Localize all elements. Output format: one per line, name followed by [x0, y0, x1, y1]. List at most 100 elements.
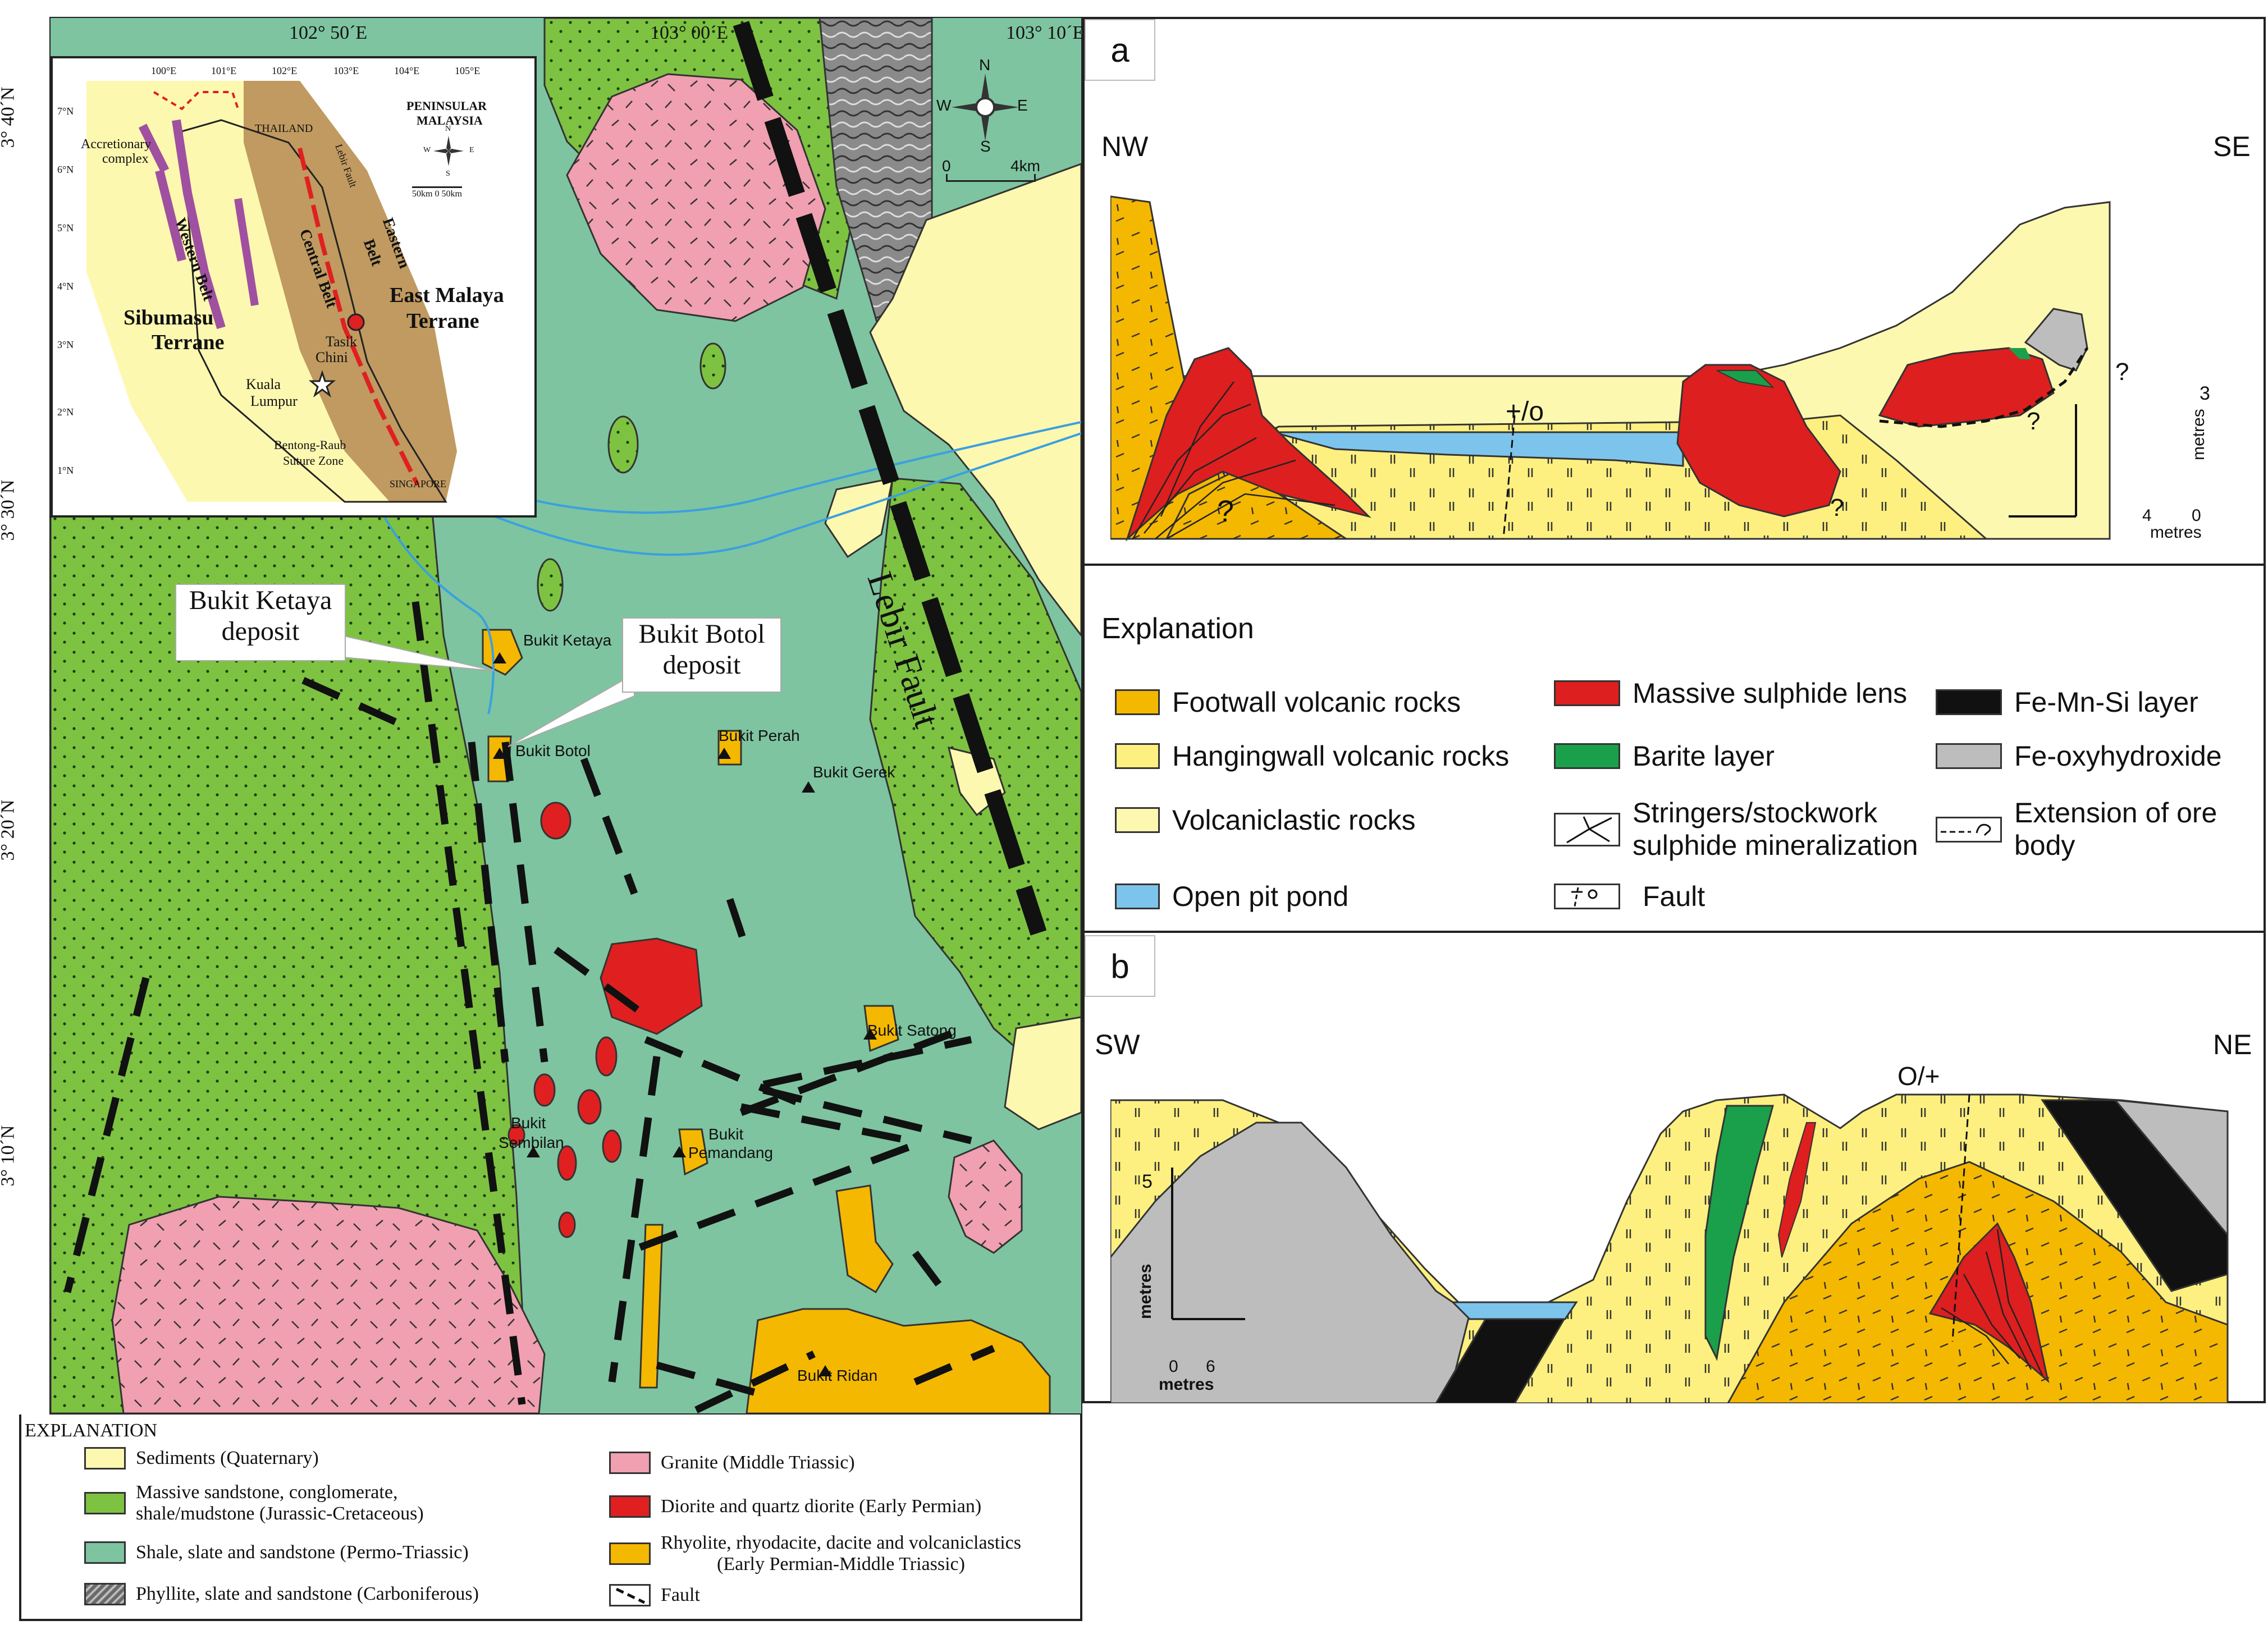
- legend-hangingwall: Hangingwall volcanic rocks: [1115, 740, 1509, 772]
- legend-item-phyllite: Phyllite, slate and sandstone (Carbonife…: [84, 1583, 479, 1605]
- legend-sulphide: Massive sulphide lens: [1554, 677, 1907, 709]
- inset-shapes: [86, 81, 457, 503]
- inset-lon-tick: 101°E: [211, 65, 237, 76]
- stockwork-b: [1928, 1222, 2050, 1384]
- barite-a: [1716, 370, 1775, 388]
- inset-label: Lumpur: [250, 393, 298, 409]
- inset-lon-tick: 103°E: [333, 65, 359, 76]
- legend-label: Rhyolite, rhyodacite, dacite and volcani…: [661, 1532, 1021, 1553]
- north-arrow-e: E: [1017, 97, 1028, 114]
- legend-label: Extension of ore: [2014, 797, 2217, 828]
- sediments-east: [869, 163, 1081, 637]
- legend-item-sandstone: Massive sandstone, conglomerate, shale/m…: [84, 1482, 424, 1525]
- rhyolite-patch: [835, 1184, 894, 1294]
- legend-label: Phyllite, slate and sandstone (Carbonife…: [136, 1583, 479, 1604]
- fault-swatch: [609, 1584, 651, 1606]
- legend-item-diorite: Diorite and quartz diorite (Early Permia…: [609, 1495, 981, 1518]
- inset-label: Tasik: [326, 333, 357, 350]
- question-mark-a: ?: [1830, 494, 1844, 521]
- locality-label: Pemandang: [688, 1144, 774, 1161]
- locality-markers: [493, 652, 877, 1376]
- question-mark-a: ?: [1217, 495, 1234, 528]
- map-legend-title: EXPLANATION: [25, 1420, 158, 1441]
- inset-map: PENINSULAR MALAYSIA N S W E 50km 0 50km …: [51, 56, 537, 518]
- rhyolite-dike: [639, 1224, 664, 1389]
- scale-a-h-4: 4: [2142, 506, 2152, 525]
- section-a-drawing: [1110, 195, 2111, 542]
- stockwork-a: [1132, 381, 1336, 540]
- locality-label: Bukit: [708, 1125, 744, 1143]
- ore-extension-swatch: [1936, 816, 2002, 843]
- barite-b: [1704, 1105, 1774, 1361]
- locality-label: Bukit Gerek: [813, 763, 895, 781]
- sediments-patch: [1004, 1016, 1081, 1130]
- north-arrow-w: W: [936, 97, 952, 114]
- legend-label: Barite layer: [1633, 740, 1775, 772]
- legend-label: Stringers/stockwork: [1633, 797, 1878, 828]
- scale-b-v-unit: metres: [1136, 1264, 1155, 1319]
- diorite-patch: [602, 1129, 622, 1163]
- river: [477, 421, 1081, 514]
- legend-fault-section: Fault: [1554, 880, 1705, 913]
- legend-swatch: [84, 1447, 126, 1470]
- fe-mn-si-b2: [2041, 1099, 2229, 1292]
- fe-oxyhydroxide-b: [1110, 1122, 1471, 1403]
- legend-pond: Open pit pond: [1115, 880, 1348, 913]
- legend-label: Volcaniclastic rocks: [1172, 804, 1416, 836]
- diorite-patch: [577, 1089, 602, 1125]
- north-arrow-n: N: [979, 56, 991, 74]
- diorite-patch: [533, 1073, 556, 1107]
- section-legend-frame: [1082, 566, 2266, 933]
- legend-label-block: Extension of ore body: [2014, 797, 2217, 862]
- inset-lat-tick: 3°N: [57, 339, 74, 350]
- north-arrow-s: S: [980, 138, 991, 155]
- legend-label: Massive sulphide lens: [1633, 678, 1908, 709]
- scale-a-v: 3: [2200, 383, 2210, 404]
- lebir-fault: [733, 21, 1047, 936]
- map-scale-end: 4km: [1010, 157, 1040, 175]
- river: [482, 432, 1081, 556]
- legend-footwall: Footwall volcanic rocks: [1115, 686, 1461, 718]
- legend-label: Fault: [661, 1585, 700, 1605]
- granite-north: [566, 73, 826, 322]
- inset-label: Terrane: [406, 309, 479, 333]
- scale-a-h-0: 0: [2192, 506, 2201, 525]
- legend-label: Diorite and quartz diorite (Early Permia…: [661, 1496, 982, 1517]
- ore-extension-a: [1879, 347, 2089, 428]
- section-b-drawing: [1110, 1093, 2229, 1403]
- sulphide-lens-a3: [1878, 347, 2055, 428]
- inset-compass-n: N: [445, 125, 451, 133]
- lat-label: 3° 10´N: [0, 1125, 19, 1187]
- diorite-main: [600, 937, 703, 1035]
- map-legend-frame: [19, 1415, 1082, 1621]
- river: [364, 478, 495, 715]
- scale-b-h-6: 6: [1206, 1357, 1215, 1376]
- scale-a-v-unit: metres: [2189, 409, 2208, 460]
- section-b-left-dir: SW: [1095, 1029, 1140, 1060]
- legend-label: sulphide mineralization: [1633, 829, 1918, 861]
- rhyolite-south: [746, 1308, 1051, 1413]
- legend-item-granite: Granite (Middle Triassic): [609, 1452, 855, 1474]
- granite-southwest: [111, 1196, 546, 1413]
- fault-a: [1502, 415, 1516, 539]
- legend-label: Fe-Mn-Si layer: [2014, 686, 2198, 718]
- inset-label: Terrane: [152, 331, 225, 354]
- inset-label: Accretionary: [81, 137, 152, 152]
- legend-label: Open pit pond: [1172, 881, 1349, 912]
- legend-label: body: [2014, 829, 2075, 861]
- legend-volcaniclastic: Volcaniclastic rocks: [1115, 804, 1416, 836]
- legend-label-block: Rhyolite, rhyodacite, dacite and volcani…: [661, 1532, 1021, 1575]
- inset-lon-tick: 104°E: [394, 65, 420, 76]
- section-b-right-dir: NE: [2213, 1029, 2252, 1060]
- stockwork-swatch: [1554, 812, 1620, 846]
- panel-label-b: b: [1110, 947, 1130, 985]
- legend-label: Footwall volcanic rocks: [1172, 686, 1461, 718]
- inset-lat-tick: 4°N: [57, 281, 74, 292]
- fe-oxyhydroxide-b2: [2113, 1099, 2229, 1238]
- legend-label: Hangingwall volcanic rocks: [1172, 740, 1510, 772]
- legend-swatch: [1936, 743, 2002, 769]
- panel-label-b-box: b: [1085, 935, 1155, 997]
- inset-lat-tick: 5°N: [57, 222, 74, 234]
- legend-swatch: [1936, 689, 2002, 715]
- callout-line: Bukit Ketaya: [189, 585, 332, 615]
